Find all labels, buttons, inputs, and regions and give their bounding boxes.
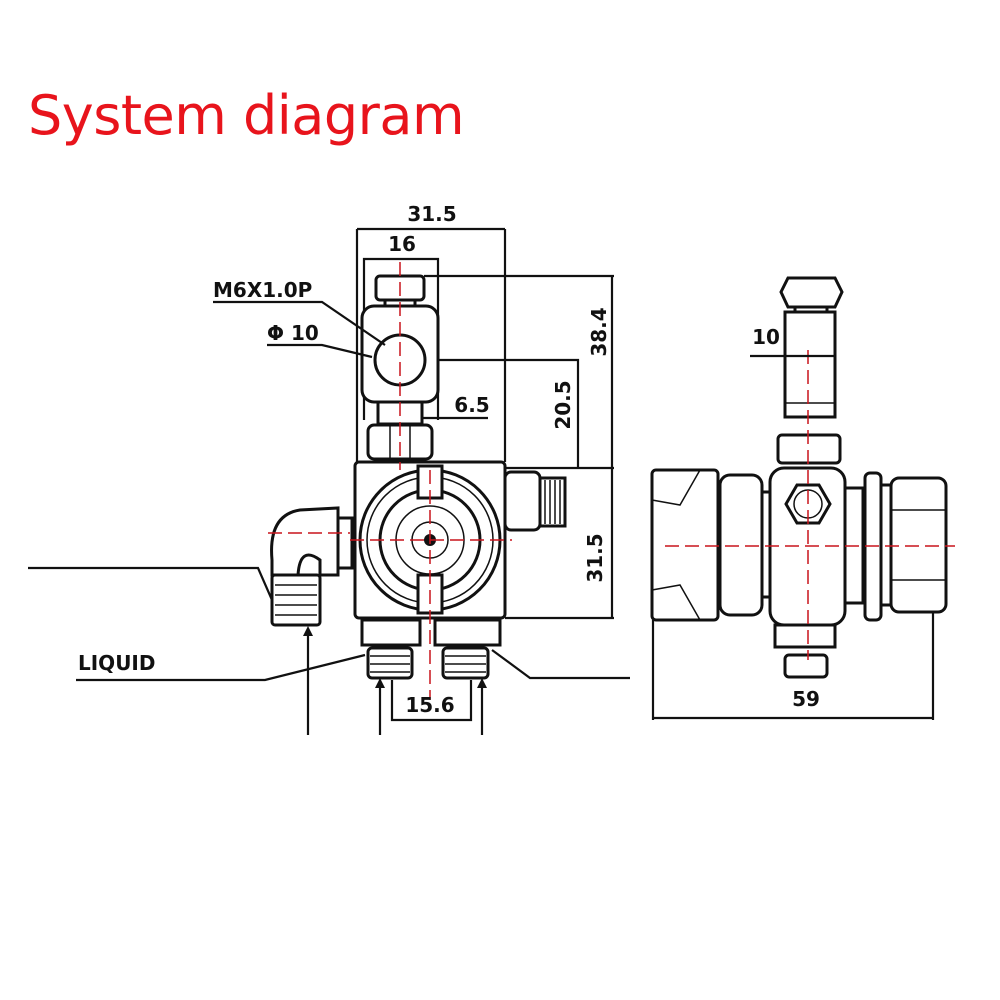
dim-label-10: 10: [752, 325, 780, 349]
dim-label-31-5-right: 31.5: [583, 533, 607, 582]
dimension-width-total: 31.5: [355, 202, 507, 462]
arrow-icon: [303, 626, 313, 636]
dim-label-15-6: 15.6: [405, 693, 454, 717]
dim-label-6-5: 6.5: [454, 393, 489, 417]
dim-label-16: 16: [388, 232, 416, 256]
arrow-icon: [375, 678, 385, 688]
dim-label-59: 59: [792, 687, 820, 711]
liquid-label: LIQUID: [78, 651, 155, 675]
dimension-width-side: 59: [651, 612, 935, 720]
dim-label-20-5: 20.5: [551, 380, 575, 429]
side-view: 10 59: [650, 276, 955, 720]
dim-label-31-5-top: 31.5: [407, 202, 456, 226]
dimension-port-spacing: 15.6: [390, 680, 473, 722]
diagram-title: System diagram: [28, 84, 465, 147]
front-view: 31.5 16 38.4 20.5 6.5 31.5: [28, 202, 630, 735]
diameter-label: Φ 10: [267, 321, 319, 345]
arrow-icon: [477, 678, 487, 688]
dim-label-38-4: 38.4: [587, 307, 611, 356]
dimension-center-height: 20.5: [400, 358, 614, 470]
dimension-height-top: 38.4: [424, 274, 614, 618]
thread-label: M6X1.0P: [213, 278, 312, 302]
